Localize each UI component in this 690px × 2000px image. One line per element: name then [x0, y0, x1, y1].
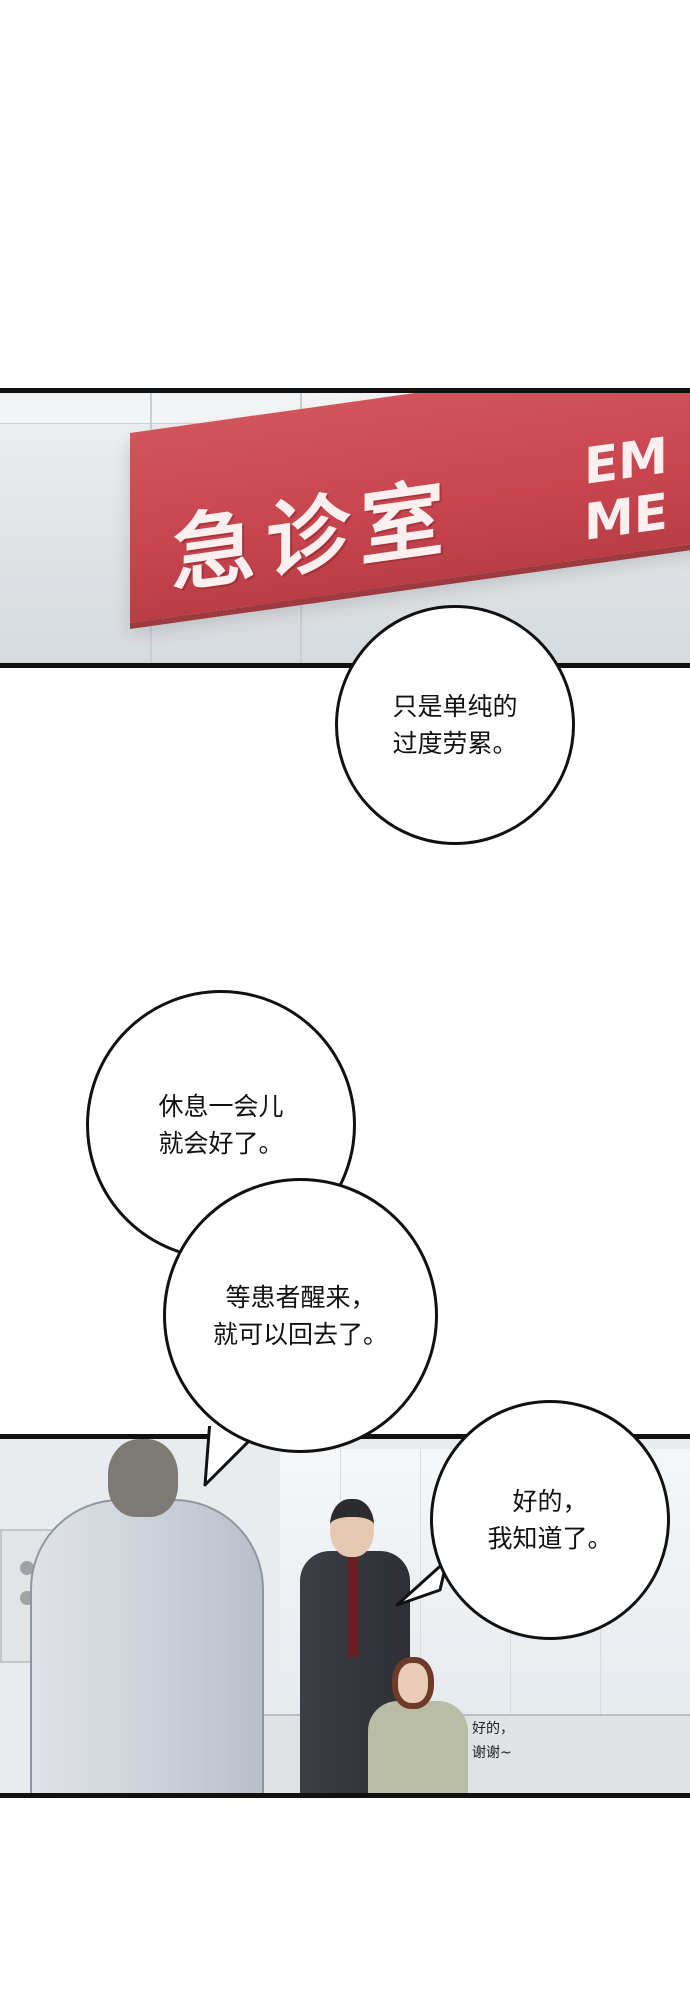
speech-text: 休息一会儿 就会好了。 [158, 1092, 284, 1158]
panel-emergency-sign: 急诊室 EM ME [0, 388, 690, 668]
emergency-sign-english: EM ME [584, 424, 690, 552]
speech-text: 好的， 我知道了。 [487, 1487, 613, 1553]
doctor-figure [30, 1499, 264, 1793]
tie [348, 1557, 358, 1657]
woman-head [392, 1657, 434, 1709]
speech-text: 等患者醒来， 就可以回去了。 [212, 1282, 388, 1349]
doctor-head [108, 1439, 178, 1517]
speech-bubble: 等患者醒来， 就可以回去了。 [163, 1178, 438, 1453]
speech-bubble: 好的， 我知道了。 [430, 1400, 670, 1640]
man-head [330, 1499, 374, 1557]
woman-figure [368, 1701, 468, 1793]
window-line [420, 1449, 421, 1749]
small-speech-text: 好的， 谢谢~ [472, 1721, 514, 1761]
speech-bubble: 只是单纯的 过度劳累。 [335, 605, 575, 845]
monitor-knob [20, 1561, 34, 1575]
speech-text: 只是单纯的 过度劳累。 [392, 692, 518, 758]
